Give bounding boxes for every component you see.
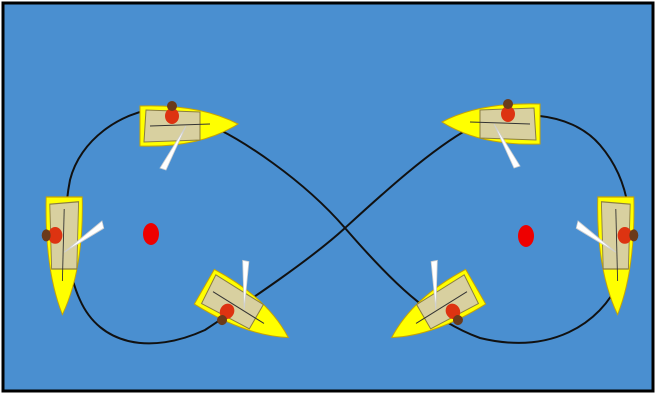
left-mark: [143, 223, 159, 245]
water: [3, 3, 653, 391]
right-mark: [518, 225, 534, 247]
